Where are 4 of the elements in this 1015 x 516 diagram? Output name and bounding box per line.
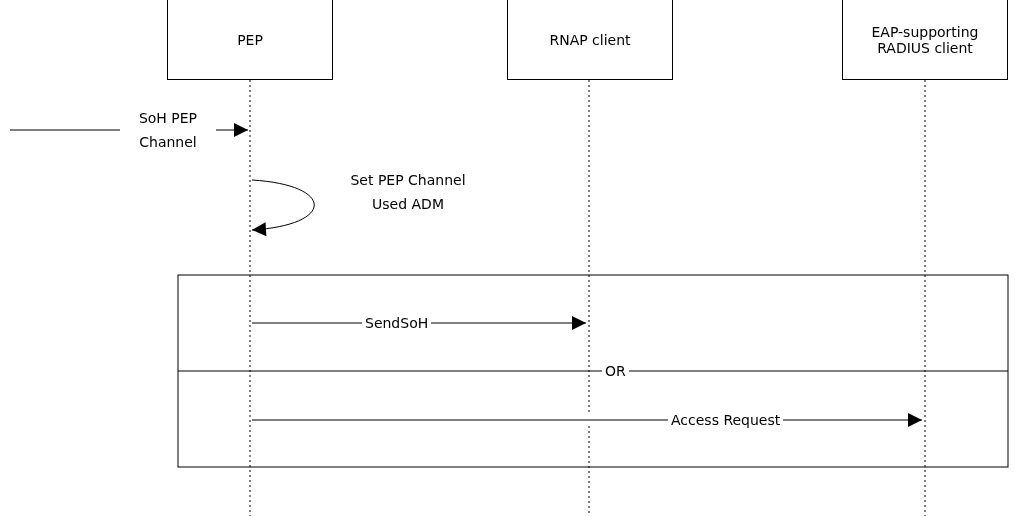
participant-box: RNAP client — [507, 0, 673, 80]
participant-box: PEP — [167, 0, 333, 80]
participant-box: EAP-supporting RADIUS client — [842, 0, 1008, 80]
message-arrow — [251, 179, 315, 236]
